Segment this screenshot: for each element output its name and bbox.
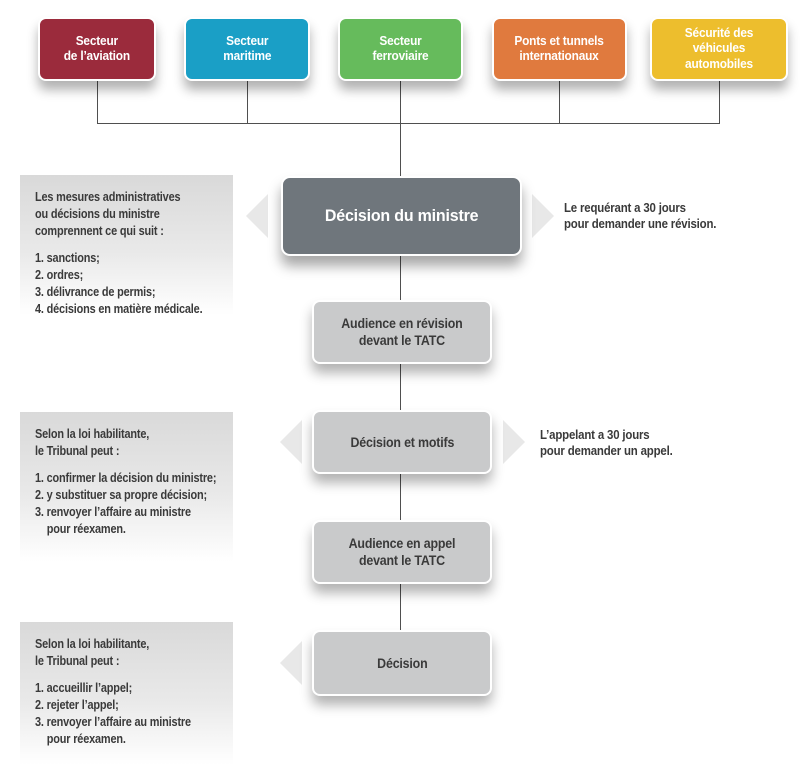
triangle-left-motifs-icon — [280, 420, 302, 464]
annotation-appeal-deadline: L’appelant a 30 jours pour demander un a… — [540, 427, 673, 458]
sector-box-ferroviaire: Secteur ferroviaire — [338, 17, 463, 81]
step-box-decision: Décision — [312, 630, 492, 696]
step-box-audience-revision: Audience en révision devant le TATC — [312, 300, 492, 364]
info-panel-tribunal-review-powers: Selon la loi habilitante, le Tribunal pe… — [20, 412, 233, 562]
sector-box-aviation: Secteur de l’aviation — [38, 17, 156, 81]
step-label-audience-appel: Audience en appel devant le TATC — [348, 536, 456, 568]
connector-line-sector1 — [97, 81, 98, 123]
triangle-left-minister-icon — [246, 194, 268, 238]
panel-item: 3. renvoyer l’affaire au ministre pour r… — [35, 504, 191, 536]
sector-box-vehicules: Sécurité des véhicules automobiles — [650, 17, 788, 81]
panel-item: 2. rejeter l’appel; — [35, 697, 119, 712]
step-label-decision-motifs: Décision et motifs — [350, 434, 454, 450]
triangle-right-motifs-icon — [503, 420, 525, 464]
flow-line-4 — [400, 584, 401, 630]
panel-item: 1. sanctions; — [35, 250, 100, 265]
info-panel-tribunal-appeal-powers: Selon la loi habilitante, le Tribunal pe… — [20, 622, 233, 765]
connector-line-sector5 — [719, 81, 720, 123]
annotation-review-deadline: Le requérant a 30 jours pour demander un… — [564, 200, 717, 231]
info-panel-minister-measures: Les mesures administratives ou décisions… — [20, 175, 233, 316]
step-label-audience-revision: Audience en révision devant le TATC — [341, 316, 463, 348]
flow-line-2 — [400, 364, 401, 410]
connector-line-to-minister — [400, 123, 401, 176]
triangle-right-minister-icon — [532, 194, 554, 238]
flow-line-1 — [400, 256, 401, 300]
sector-label-ponts-tunnels: Ponts et tunnels internationaux — [514, 33, 605, 64]
triangle-left-decision-icon — [280, 641, 302, 685]
minister-decision-label: Décision du ministre — [324, 206, 479, 225]
sector-label-vehicules: Sécurité des véhicules automobiles — [684, 25, 754, 71]
connector-line-sector3 — [400, 81, 401, 123]
connector-line-sector2 — [247, 81, 248, 123]
panel-heading: Selon la loi habilitante, le Tribunal pe… — [35, 636, 150, 668]
step-box-audience-appel: Audience en appel devant le TATC — [312, 520, 492, 584]
minister-decision-box: Décision du ministre — [281, 176, 522, 256]
sector-label-maritime: Secteur maritime — [222, 33, 271, 64]
panel-heading: Les mesures administratives ou décisions… — [35, 189, 181, 238]
panel-item: 1. confirmer la décision du ministre; — [35, 470, 217, 485]
panel-item: 2. y substituer sa propre décision; — [35, 487, 207, 502]
panel-item: 1. accueillir l’appel; — [35, 680, 133, 695]
sector-label-ferroviaire: Secteur ferroviaire — [372, 33, 429, 64]
panel-heading: Selon la loi habilitante, le Tribunal pe… — [35, 426, 150, 458]
sector-box-ponts-tunnels: Ponts et tunnels internationaux — [492, 17, 627, 81]
panel-item: 2. ordres; — [35, 267, 84, 282]
panel-item: 3. délivrance de permis; — [35, 284, 156, 299]
connector-line-sector4 — [559, 81, 560, 123]
panel-item: 3. renvoyer l’affaire au ministre pour r… — [35, 714, 191, 746]
step-label-decision: Décision — [376, 655, 428, 671]
connector-line-horizontal — [97, 123, 720, 124]
step-box-decision-motifs: Décision et motifs — [312, 410, 492, 474]
panel-item: 4. décisions en matière médicale. — [35, 301, 203, 316]
flow-line-3 — [400, 474, 401, 520]
sector-box-maritime: Secteur maritime — [184, 17, 310, 81]
sector-label-aviation: Secteur de l’aviation — [63, 33, 131, 64]
